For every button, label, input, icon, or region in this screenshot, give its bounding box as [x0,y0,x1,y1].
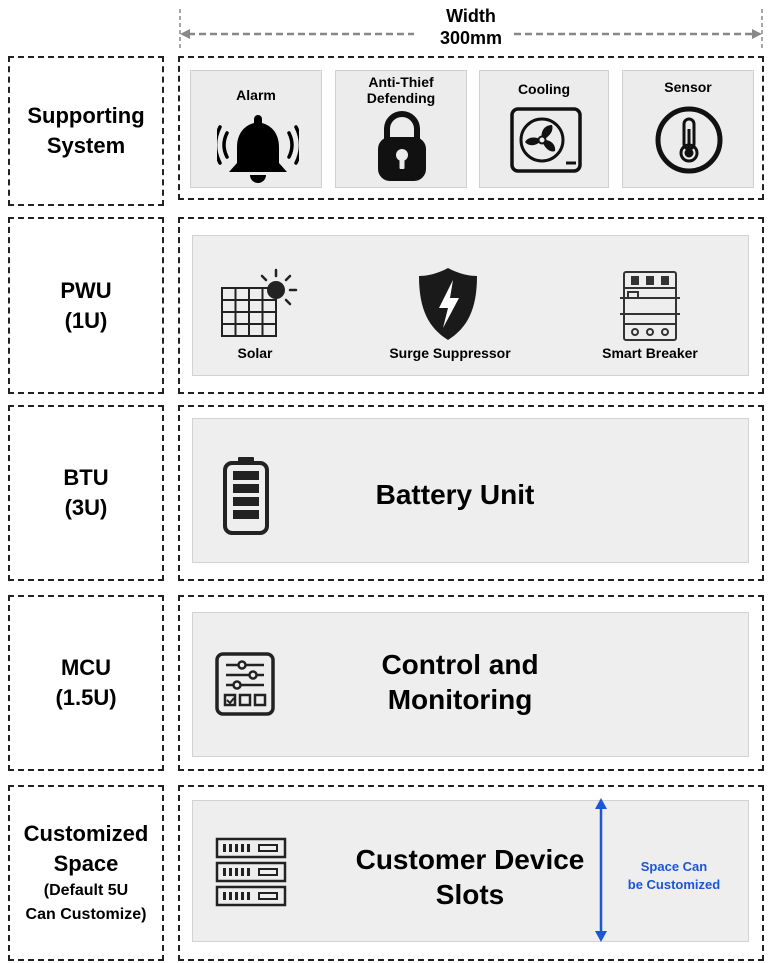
row-content-custom [178,785,764,961]
server-rack-icon [215,837,287,907]
thermometer-icon [655,106,723,174]
row-label-custom: Customized Space (Default 5U Can Customi… [8,785,164,961]
anti-thief-label-line2: Defending [366,90,436,106]
supporting-card-anti-thief: Anti-Thief Defending [335,70,467,188]
alarm-label: Alarm [236,87,276,103]
smart-breaker-label: Smart Breaker [602,345,698,361]
row-label-btu: BTU (3U) [8,405,164,581]
supporting-card-alarm: Alarm [190,70,322,188]
battery-icon [223,457,269,535]
sensor-label: Sensor [664,79,712,95]
solar-panel-icon [221,268,298,337]
row-content-btu [178,405,764,581]
anti-thief-label-line1: Anti-Thief [368,74,434,90]
breaker-icon [620,271,680,341]
row-label-supporting: Supporting System [8,56,164,206]
row-content-pwu [178,217,764,394]
supporting-card-sensor: Sensor [622,70,754,188]
customer-device-title: Customer Device Slots [355,844,585,910]
lightning-shield-icon [419,268,477,340]
control-monitoring-title: Control and Monitoring [381,649,539,715]
customize-note: Space Can be Customized [627,859,721,892]
mcu-panel [192,612,749,757]
padlock-icon [378,111,426,181]
cooling-label: Cooling [517,81,571,97]
btu-panel [192,418,749,563]
solar-label: Solar [237,345,273,361]
width-dimension: Width 300mm [176,0,768,56]
supporting-card-cooling: Cooling [479,70,609,188]
row-content-supporting [178,56,764,200]
surge-suppressor-label: Surge Suppressor [389,345,511,361]
width-value: 300mm [439,28,503,48]
fan-icon [510,107,582,173]
control-panel-icon [215,652,275,716]
bell-icon [217,115,299,183]
width-label: Width [446,6,496,26]
row-label-mcu: MCU (1.5U) [8,595,164,771]
width-arrow [179,9,763,50]
customize-arrow [595,798,607,942]
row-content-mcu [178,595,764,771]
row-label-pwu: PWU (1U) [8,217,164,394]
battery-unit-title: Battery Unit [375,479,535,510]
